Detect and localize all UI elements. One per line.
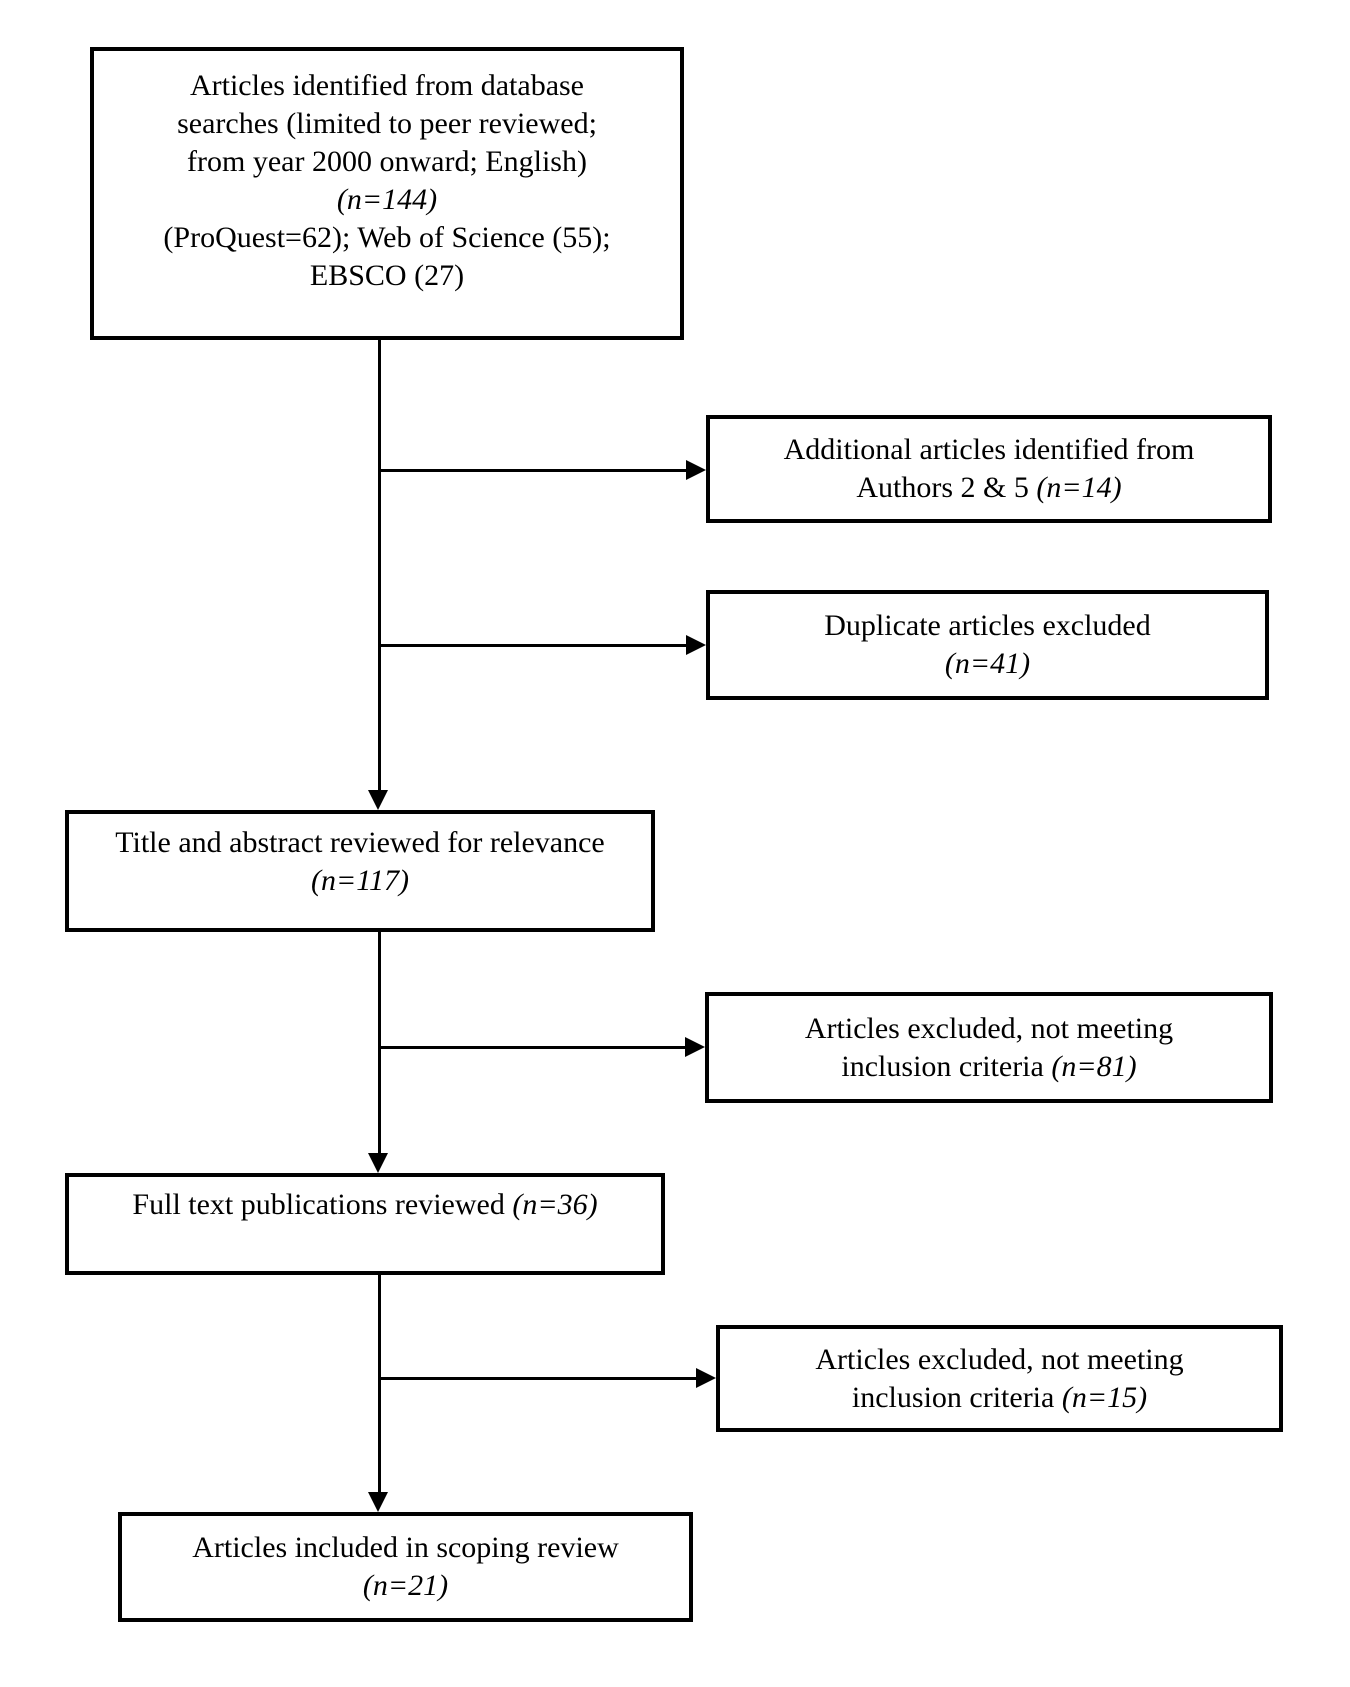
text-segment: Full text publications reviewed [132,1188,513,1221]
text-segment: from year 2000 onward; English) [187,145,587,178]
text-line: (n=41) [710,645,1265,683]
node-additional-articles: Additional articles identified from Auth… [706,415,1272,523]
text-segment: EBSCO (27) [309,259,465,292]
node-excluded-inclusion-criteria-81: Articles excluded, not meeting inclusion… [705,992,1273,1103]
text-line: Articles excluded, not meeting [709,1010,1269,1048]
text-segment: Articles excluded, not meeting [815,1342,1184,1376]
text-line: Additional articles identified from [710,431,1268,469]
text-line: Duplicate articles excluded [710,607,1265,645]
text-segment: Title and abstract reviewed for relevanc… [115,826,605,859]
text-segment: Articles included in scoping review [192,1531,619,1564]
text-segment: (ProQuest=62); Web of Science (55); [163,221,611,254]
node-included-scoping-review: Articles included in scoping review (n=2… [118,1512,693,1622]
text-segment-italic: (n=41) [944,647,1031,680]
text-segment: Additional articles identified from [783,433,1195,466]
text-segment-italic: (n=117) [311,864,409,897]
text-line: Articles excluded, not meeting [720,1341,1279,1379]
text-line: EBSCO (27) [94,257,680,295]
text-segment-italic: (n=21) [362,1569,449,1602]
text-line: (ProQuest=62); Web of Science (55); [94,219,680,257]
connector-to-excluded-15 [380,1377,696,1380]
node-title-abstract-reviewed: Title and abstract reviewed for relevanc… [65,810,655,932]
text-line: (n=21) [122,1567,689,1605]
text-segment-italic: (n=144) [336,183,438,216]
text-segment-italic: (n=36) [512,1188,598,1221]
text-line: searches (limited to peer reviewed; [94,105,680,143]
text-segment: inclusion criteria [841,1049,1052,1083]
connector-title-abstract-to-full-text [378,932,381,1153]
text-line: inclusion criteria (n=81) [709,1048,1269,1086]
text-line: from year 2000 onward; English) [94,143,680,181]
text-line: (n=144) [94,181,680,219]
connector-to-excluded-81 [380,1046,685,1049]
arrowhead-down-into-full-text [368,1153,388,1173]
arrowhead-down-into-title-abstract [368,790,388,810]
arrowhead-right-into-duplicates-excluded [686,635,706,655]
node-articles-identified: Articles identified from database search… [90,47,684,340]
text-line: (n=117) [69,862,651,900]
text-segment: Authors 2 & 5 [856,471,1037,504]
connector-to-duplicates-excluded [380,644,686,647]
arrowhead-right-into-excluded-15 [696,1368,716,1388]
arrowhead-right-into-additional-articles [686,460,706,480]
connector-identified-to-title-abstract [378,340,381,790]
text-line: Full text publications reviewed (n=36) [69,1186,661,1224]
arrowhead-down-into-included [368,1492,388,1512]
text-segment: Articles identified from database [189,69,584,102]
text-segment-italic: (n=81) [1051,1049,1137,1083]
text-segment: Articles excluded, not meeting [804,1011,1174,1045]
node-duplicates-excluded: Duplicate articles excluded (n=41) [706,590,1269,700]
node-excluded-inclusion-criteria-15: Articles excluded, not meeting inclusion… [716,1325,1283,1432]
connector-full-text-to-included [378,1275,381,1492]
text-line: inclusion criteria (n=15) [720,1379,1279,1417]
text-line: Authors 2 & 5 (n=14) [710,469,1268,507]
text-line: Title and abstract reviewed for relevanc… [69,824,651,862]
text-line: Articles included in scoping review [122,1529,689,1567]
text-segment: searches (limited to peer reviewed; [177,107,597,140]
text-segment: Duplicate articles excluded [824,609,1151,642]
text-line: Articles identified from database [94,67,680,105]
text-segment-italic: (n=14) [1036,471,1122,504]
text-segment: inclusion criteria [851,1380,1062,1414]
node-full-text-reviewed: Full text publications reviewed (n=36) [65,1173,665,1275]
connector-to-additional-articles [380,469,686,472]
arrowhead-right-into-excluded-81 [685,1037,705,1057]
text-segment-italic: (n=15) [1061,1380,1148,1414]
